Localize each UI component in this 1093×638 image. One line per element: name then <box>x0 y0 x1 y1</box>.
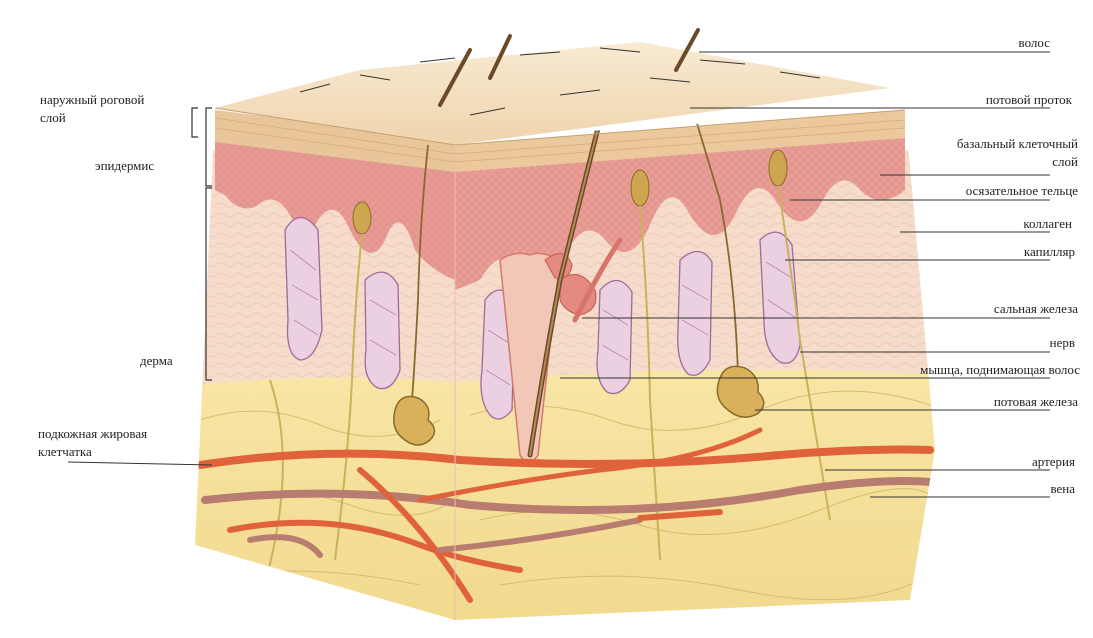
label-artery: артерия <box>1032 454 1075 469</box>
label-subcutaneous-line2: клетчатка <box>38 444 92 459</box>
bracket-stratum-corneum <box>192 108 198 137</box>
label-erector-muscle: мышца, поднимающая волос <box>920 362 1080 377</box>
label-sebaceous-gland: сальная железа <box>994 301 1078 316</box>
leader-subcutaneous <box>68 462 212 465</box>
label-sweat-duct: потовой проток <box>986 92 1073 107</box>
label-vein: вена <box>1050 481 1075 496</box>
label-collagen: коллаген <box>1023 216 1072 231</box>
label-sweat-gland: потовая железа <box>994 394 1078 409</box>
label-hair: волос <box>1019 35 1051 50</box>
label-epidermis: эпидермис <box>95 158 154 173</box>
label-outer-layer-line1: наружный роговой <box>40 92 144 107</box>
label-touch-corpuscle: осязательное тельце <box>966 183 1078 198</box>
label-capillary: капилляр <box>1024 244 1075 259</box>
label-subcutaneous-line1: подкожная жировая <box>38 426 147 441</box>
label-basal-line2: слой <box>1052 154 1078 169</box>
label-dermis: дерма <box>140 353 173 368</box>
label-basal-line1: базальный клеточный <box>957 136 1078 151</box>
bracket-epidermis <box>206 108 212 186</box>
label-outer-layer-line2: слой <box>40 110 66 125</box>
label-nerve: нерв <box>1050 335 1075 350</box>
